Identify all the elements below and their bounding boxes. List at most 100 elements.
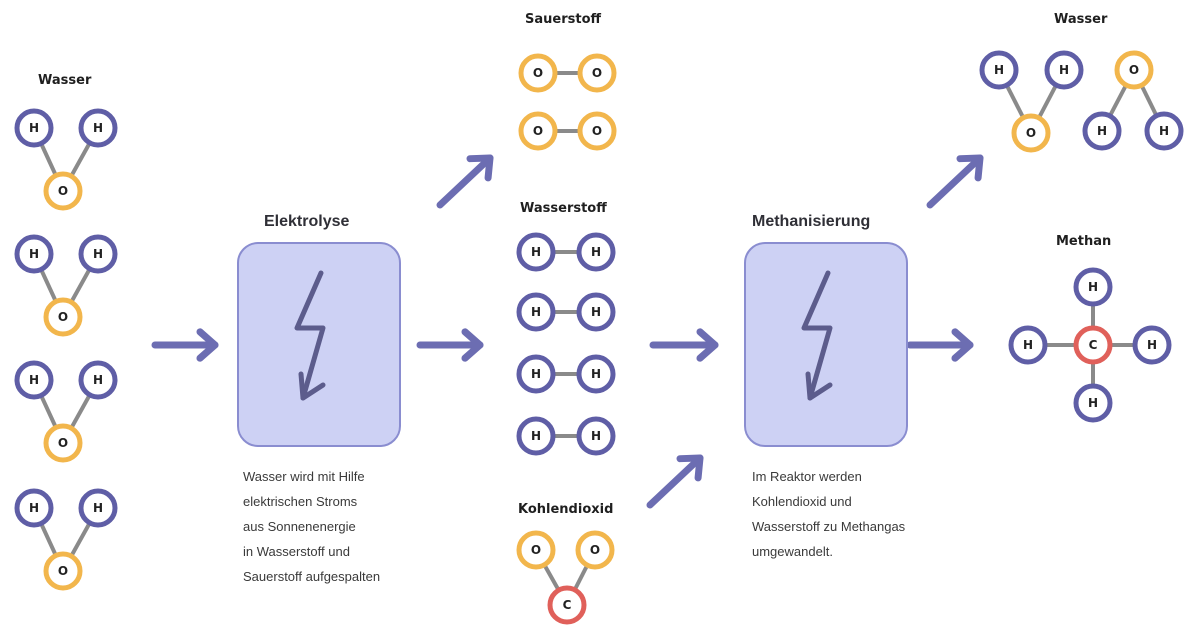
oxygen-atom: O: [43, 171, 83, 211]
atom-letter: H: [1059, 63, 1069, 77]
atom-letter: O: [58, 310, 68, 324]
hydrogen-atom: H: [516, 354, 556, 394]
atom-letter: H: [29, 501, 39, 515]
oxygen-atom: O: [577, 111, 617, 151]
hydrogen-atom: H: [576, 416, 616, 456]
atom-letter: H: [29, 247, 39, 261]
oxygen-atom: O: [1011, 113, 1051, 153]
arrow-head: [466, 154, 494, 182]
arrow-head: [676, 454, 704, 482]
hydrogen-atom: H: [78, 108, 118, 148]
hydrogen-atom: H: [1044, 50, 1084, 90]
atom-letter: H: [29, 373, 39, 387]
hydrogen-atom: H: [78, 360, 118, 400]
oxygen-atom: O: [1114, 50, 1154, 90]
arrow-shaft: [926, 154, 984, 209]
atom-letter: H: [994, 63, 1004, 77]
electrolysis-description-line: elektrischen Stroms: [243, 494, 358, 509]
atom-letter: H: [1159, 124, 1169, 138]
arrow-right-icon: [906, 328, 974, 362]
atom-letter: H: [1023, 338, 1033, 352]
atom-letter: H: [93, 501, 103, 515]
oxygen-atom: O: [516, 530, 556, 570]
atom-letter: O: [592, 124, 602, 138]
co2-label: Kohlendioxid: [518, 502, 614, 517]
atom-letter: H: [93, 247, 103, 261]
atom-letter: H: [93, 373, 103, 387]
atom-letter: H: [1147, 338, 1157, 352]
hydrogen-atom: H: [14, 488, 54, 528]
atom-letter: H: [93, 121, 103, 135]
atom-letter: C: [1089, 338, 1098, 352]
atom-letter: H: [531, 245, 541, 259]
atom-circle: [43, 297, 83, 337]
input-water-label: Wasser: [38, 73, 92, 88]
atom-circle: [516, 354, 556, 394]
hydrogen-atom: H: [78, 488, 118, 528]
atom-letter: O: [533, 66, 543, 80]
electrolysis-description-line: Sauerstoff aufgespalten: [243, 569, 381, 584]
atom-letter: H: [1088, 396, 1098, 410]
oxygen-atom: O: [518, 111, 558, 151]
oxygen-atom: O: [575, 530, 615, 570]
methanation-description-line: umgewandelt.: [752, 544, 833, 559]
atom-letter: H: [29, 121, 39, 135]
atom-letter: O: [58, 184, 68, 198]
atom-letter: H: [1097, 124, 1107, 138]
arrow-up-right-icon: [646, 454, 704, 509]
carbon-atom: C: [547, 585, 587, 625]
oxygen-atom: O: [43, 297, 83, 337]
atom-letter: O: [1129, 63, 1139, 77]
arrow-right-icon: [649, 328, 719, 362]
hydrogen-atom: H: [14, 360, 54, 400]
arrow-right-icon: [151, 328, 219, 362]
atom-circle: [576, 292, 616, 332]
arrow-up-right-icon: [436, 154, 494, 209]
methane-label: Methan: [1056, 234, 1112, 249]
arrow-right-icon: [416, 328, 484, 362]
lightning-arrowhead: [805, 371, 833, 401]
oxygen-atom: O: [43, 423, 83, 463]
atom-circle: [43, 171, 83, 211]
oxygen-atom: O: [518, 53, 558, 93]
atom-circle: [577, 111, 617, 151]
atom-circle: [14, 360, 54, 400]
hydrogen-atom: H: [576, 292, 616, 332]
atom-letter: H: [1088, 280, 1098, 294]
atom-letter: H: [531, 429, 541, 443]
atom-circle: [576, 416, 616, 456]
atom-circle: [576, 232, 616, 272]
atom-letter: H: [591, 305, 601, 319]
atom-circle: [518, 53, 558, 93]
atom-circle: [979, 50, 1019, 90]
atom-circle: [576, 354, 616, 394]
atom-letter: O: [531, 543, 541, 557]
methanation-title: Methanisierung: [752, 213, 871, 230]
atom-circle: [14, 108, 54, 148]
hydrogen-label: Wasserstoff: [520, 201, 607, 216]
electrolysis-description: Wasser wird mit Hilfe elektrischen Strom…: [243, 464, 380, 589]
methanation-description-line: Kohlendioxid und: [752, 494, 852, 509]
atom-letter: H: [531, 305, 541, 319]
electrolysis-description-line: Wasser wird mit Hilfe: [243, 469, 365, 484]
oxygen-atom: O: [577, 53, 617, 93]
lightning-arrowhead: [298, 371, 326, 401]
atom-circle: [1073, 267, 1113, 307]
methanation-description-line: Wasserstoff zu Methangas: [752, 519, 906, 534]
atom-letter: H: [591, 367, 601, 381]
hydrogen-atom: H: [78, 234, 118, 274]
atom-circle: [43, 551, 83, 591]
atom-circle: [14, 234, 54, 274]
atom-letter: H: [591, 245, 601, 259]
atom-letter: H: [531, 367, 541, 381]
arrow-shaft: [646, 454, 704, 509]
electrolysis-title: Elektrolyse: [264, 213, 350, 230]
hydrogen-atom: H: [14, 108, 54, 148]
atom-circle: [516, 232, 556, 272]
atom-letter: O: [58, 436, 68, 450]
arrow-shaft: [436, 154, 494, 209]
atom-circle: [1073, 383, 1113, 423]
hydrogen-atom: H: [1073, 383, 1113, 423]
arrow-head: [956, 154, 984, 182]
